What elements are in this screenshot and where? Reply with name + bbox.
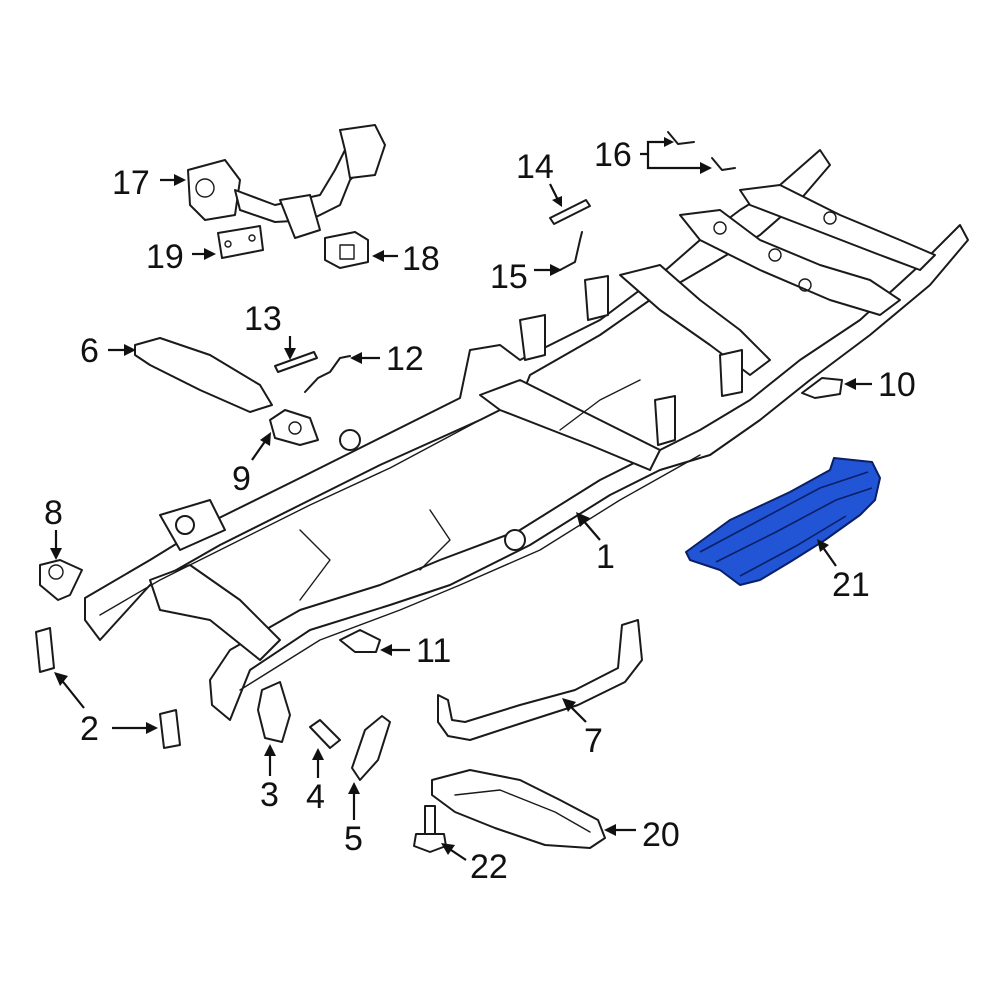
callout-22: 22 xyxy=(441,843,508,886)
callout-6-label: 6 xyxy=(80,332,99,370)
mount-part-9 xyxy=(269,409,319,446)
hitch-assembly-part-17 xyxy=(187,124,386,239)
hose-part-16 xyxy=(667,131,736,171)
bracket-part-6 xyxy=(134,337,273,413)
callout-8-label: 8 xyxy=(44,494,63,532)
skid-plate-part-20 xyxy=(431,769,606,849)
pipe-part-12 xyxy=(304,355,351,393)
callout-22-label: 22 xyxy=(470,848,508,886)
callout-1: 1 xyxy=(576,512,615,576)
callout-21-label: 21 xyxy=(832,566,870,604)
callout-14-label: 14 xyxy=(516,148,554,186)
callout-16-label: 16 xyxy=(594,136,632,174)
callout-20: 20 xyxy=(604,816,680,854)
callout-19: 19 xyxy=(146,238,216,276)
callout-11-label: 11 xyxy=(416,632,451,670)
callout-5-label: 5 xyxy=(344,820,363,858)
callout-13-label: 13 xyxy=(244,300,282,338)
bracket-part-10 xyxy=(801,377,843,399)
callout-10-label: 10 xyxy=(878,366,916,404)
callout-7: 7 xyxy=(562,698,603,760)
callout-18: 18 xyxy=(372,240,440,278)
callout-2-label: 2 xyxy=(80,710,99,748)
callout-15: 15 xyxy=(490,258,562,296)
callout-9: 9 xyxy=(232,432,271,498)
callout-1-label: 1 xyxy=(596,538,615,576)
callout-17: 17 xyxy=(112,164,186,202)
bracket-part-2b xyxy=(159,709,181,749)
callout-6: 6 xyxy=(80,332,136,370)
bolt-part-22 xyxy=(413,805,447,853)
callout-4-label: 4 xyxy=(306,778,325,816)
callout-21: 21 xyxy=(817,539,870,604)
callout-14: 14 xyxy=(516,148,562,207)
bracket-part-11 xyxy=(339,629,381,653)
pin-part-4 xyxy=(309,719,341,749)
callout-20-label: 20 xyxy=(642,816,680,854)
callout-5: 5 xyxy=(344,782,363,858)
callout-19-label: 19 xyxy=(146,238,184,276)
callout-10: 10 xyxy=(844,366,916,404)
shield-part-21 xyxy=(685,457,881,586)
bracket-part-2a xyxy=(35,627,55,673)
callout-4: 4 xyxy=(306,748,325,816)
callout-13: 13 xyxy=(244,300,296,360)
vehicle-frame xyxy=(84,149,969,721)
callout-7-label: 7 xyxy=(584,722,603,760)
callout-9-label: 9 xyxy=(232,460,251,498)
callout-17-label: 17 xyxy=(112,164,150,202)
strap-part-7 xyxy=(437,619,643,741)
plate-part-19 xyxy=(217,225,264,259)
pipe-part-15 xyxy=(559,231,583,271)
callout-3: 3 xyxy=(260,744,279,814)
callout-16: 16 xyxy=(594,136,712,174)
callout-11: 11 xyxy=(380,632,451,670)
bracket-part-8 xyxy=(39,559,83,601)
callout-15-label: 15 xyxy=(490,258,528,296)
pin-part-13 xyxy=(274,351,318,373)
callout-8: 8 xyxy=(44,494,63,560)
pin-part-14 xyxy=(549,199,591,225)
callout-3-label: 3 xyxy=(260,776,279,814)
bracket-part-5 xyxy=(351,715,391,781)
callout-12: 12 xyxy=(350,340,424,378)
callout-2: 2 xyxy=(54,672,158,748)
bracket-part-3 xyxy=(257,681,291,743)
callout-18-label: 18 xyxy=(402,240,440,278)
callout-12-label: 12 xyxy=(386,340,424,378)
receiver-part-18 xyxy=(324,231,369,269)
